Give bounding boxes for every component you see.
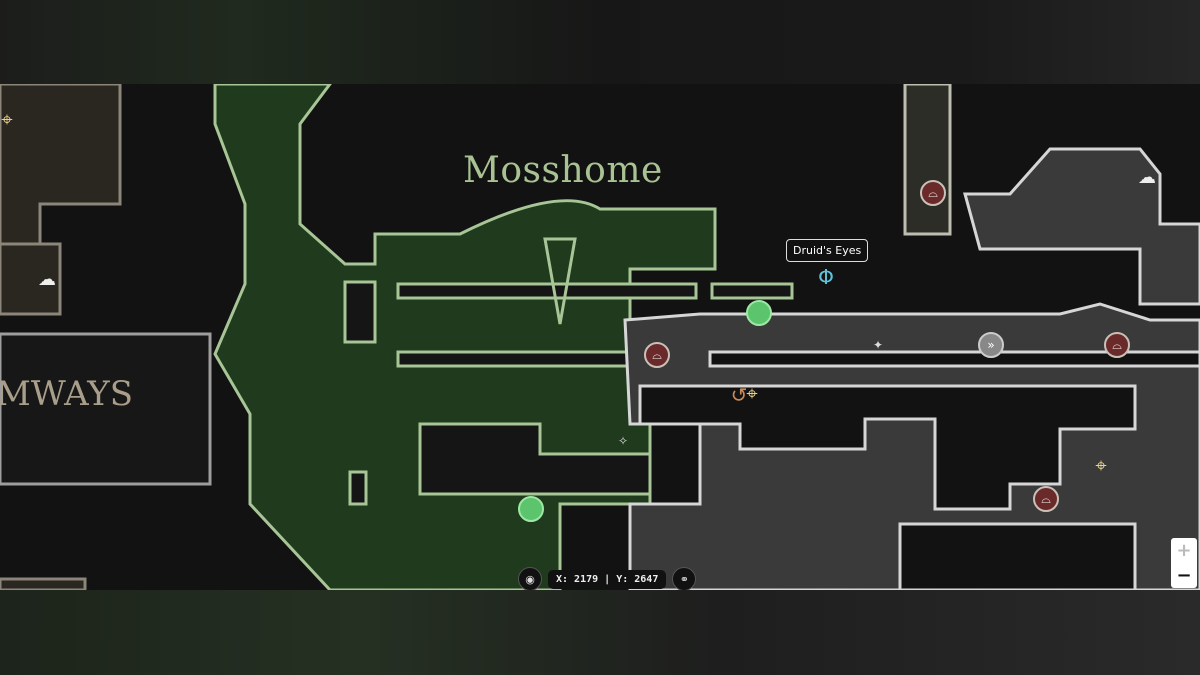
map-geometry — [0, 84, 1200, 590]
region-label-mosshome: Mosshome — [463, 150, 663, 191]
location-pin-button[interactable]: ◉ — [518, 567, 542, 591]
coordinate-bar: ◉ X: 2179 | Y: 2647 ⚭ — [518, 567, 697, 591]
link-icon: ⚭ — [679, 572, 689, 586]
npc-icon[interactable]: ☁ — [1138, 166, 1156, 188]
top-blur-band — [0, 0, 1200, 84]
zoom-controls: + − — [1171, 538, 1197, 588]
enemy-icon[interactable]: ✦ — [872, 338, 884, 352]
bench-icon[interactable]: ⌓ — [920, 180, 946, 206]
bench-icon[interactable]: ⌓ — [644, 342, 670, 368]
fast-travel-icon[interactable]: » — [978, 332, 1004, 358]
pin-icon: ◉ — [525, 572, 535, 586]
zoom-out-button[interactable]: − — [1176, 565, 1192, 586]
fruit-icon[interactable] — [518, 496, 544, 522]
target-icon[interactable]: ⌖ — [1, 107, 13, 131]
fruit-icon[interactable] — [746, 300, 772, 326]
bench-icon[interactable]: ⌓ — [1104, 332, 1130, 358]
bottom-blur-band — [0, 590, 1200, 675]
zoom-in-button[interactable]: + — [1176, 540, 1192, 561]
region-label-mways: MWAYS — [0, 374, 133, 414]
game-map[interactable]: Mosshome MWAYS ⌖ ☁ ⌓ ☁ Φ ⌓ ✦ » ⌓ ↺ ⌖ ✧ ⌖… — [0, 84, 1200, 590]
hook-icon[interactable]: ↺ — [730, 383, 748, 407]
druids-eyes-icon[interactable]: Φ — [818, 265, 834, 289]
copy-link-button[interactable]: ⚭ — [672, 567, 697, 591]
player-icon[interactable]: ✧ — [617, 434, 629, 448]
marker-tooltip: Druid's Eyes — [786, 239, 869, 262]
npc-icon[interactable]: ☁ — [38, 268, 56, 290]
bench-icon[interactable]: ⌓ — [1033, 486, 1059, 512]
target-icon[interactable]: ⌖ — [1095, 453, 1107, 477]
coordinate-readout: X: 2179 | Y: 2647 — [548, 569, 667, 589]
target-icon[interactable]: ⌖ — [746, 381, 758, 405]
